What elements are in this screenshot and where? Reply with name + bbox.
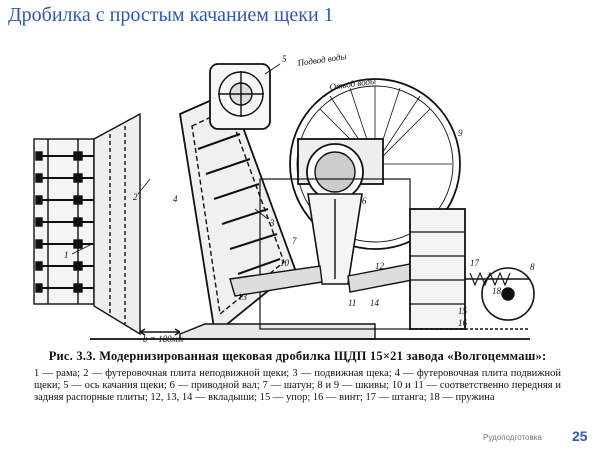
callout-8: 8 — [530, 262, 535, 272]
callout-16: 16 — [458, 318, 468, 328]
callout-4: 4 — [173, 194, 178, 204]
caption-title: Рис. 3.3. Модернизированная щековая дроб… — [48, 349, 547, 363]
water-in-label: Подвод воды — [296, 51, 347, 68]
dimension-label: b = 180мм — [143, 334, 183, 344]
callout-5: 5 — [282, 54, 287, 64]
callout-15: 15 — [458, 306, 468, 316]
callout-13: 13 — [238, 292, 248, 302]
callout-18: 18 — [492, 286, 502, 296]
callout-11: 11 — [348, 298, 356, 308]
callout-12: 12 — [375, 261, 385, 271]
figure-caption: Рис. 3.3. Модернизированная щековая дроб… — [30, 349, 565, 405]
footer-text: Рудоподготовка — [483, 433, 542, 442]
callout-14: 14 — [370, 298, 380, 308]
callout-2: 2 — [133, 192, 138, 202]
frame-left-bolts — [33, 138, 98, 305]
crusher-drawing: Подвод воды Отвод воды b = 180мм 1 2 3 4… — [33, 51, 535, 344]
callout-6: 6 — [362, 196, 367, 206]
caption-legend: 1 — рама; 2 — футеровочная плита неподви… — [34, 368, 561, 404]
callout-10: 10 — [280, 258, 290, 268]
page-number: 25 — [572, 428, 588, 444]
slide-title: Дробилка с простым качанием щеки 1 — [8, 4, 334, 26]
callout-9: 9 — [458, 128, 463, 138]
callout-1: 1 — [64, 250, 69, 260]
crusher-figure: Подвод воды Отвод воды b = 180мм 1 2 3 4… — [30, 44, 565, 439]
callout-7: 7 — [292, 236, 297, 246]
callout-3: 3 — [269, 218, 275, 228]
callout-17: 17 — [470, 258, 480, 268]
